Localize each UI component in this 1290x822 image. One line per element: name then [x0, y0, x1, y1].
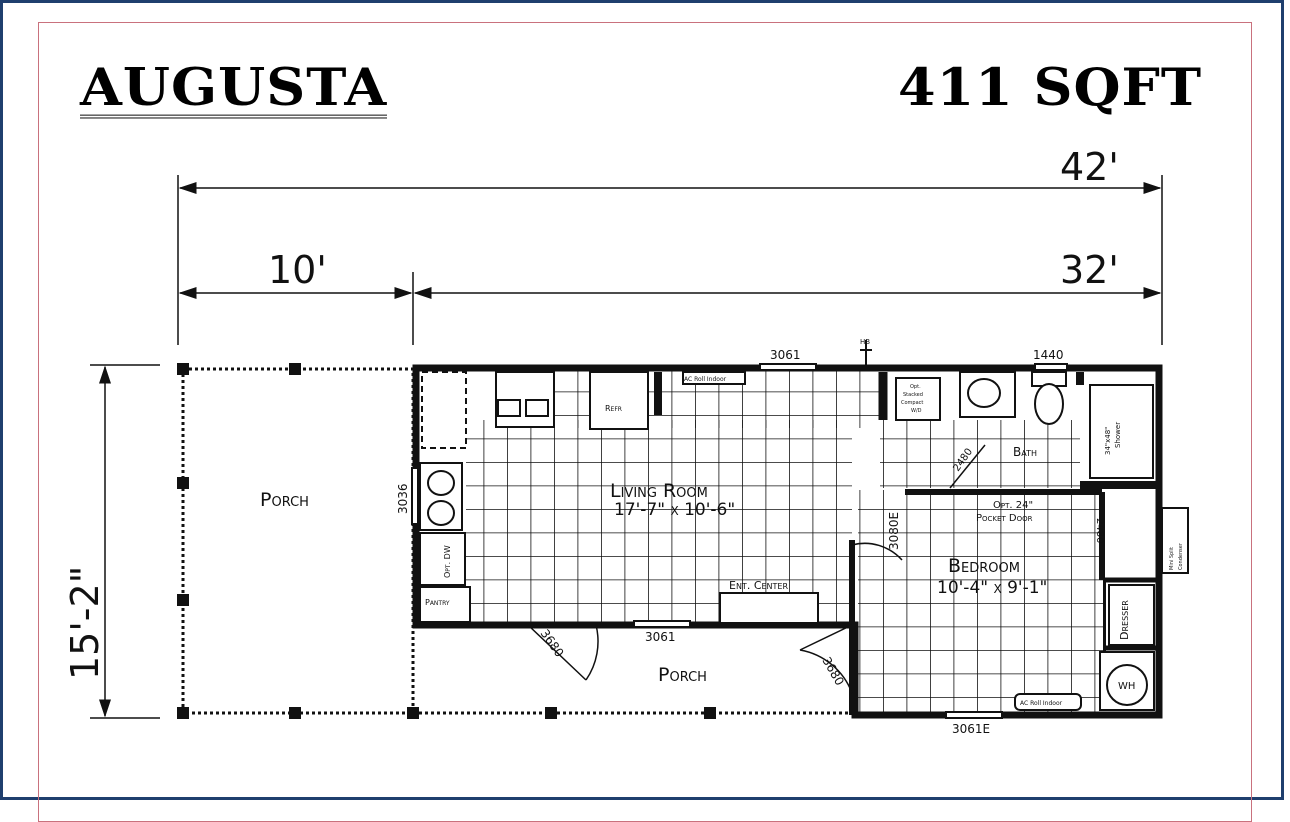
front-door-label: 3680 [538, 627, 567, 660]
window-bedroom-label: 3061E [952, 722, 990, 736]
ac-living-label: AC Roll Indoor [684, 376, 727, 383]
closet-door-label: 2480 [1094, 518, 1105, 543]
floor-plan: 42' 10' 32' 15'-2" Porch Porch [63, 145, 1189, 736]
walls [412, 364, 1163, 719]
svg-text:34"x48": 34"x48" [1104, 427, 1112, 455]
ac-bedroom-label: AC Roll Indoor [1020, 700, 1063, 707]
refrigerator-label: Refr [605, 404, 622, 413]
porch-length-label: 10' [268, 248, 327, 292]
svg-text:Condenser: Condenser [1178, 542, 1184, 570]
shower-label: 34"x48" Shower [1104, 422, 1122, 455]
bedroom-exterior-door-label: 3680 [819, 655, 846, 688]
bedroom-size: 10'-4" x 9'-1" [937, 578, 1047, 598]
washer-dryer-label: Opt. Stacked Compact W/D [901, 384, 923, 414]
bedroom-name: Bedroom [948, 555, 1020, 577]
dimension-lines [90, 175, 1163, 719]
side-porch-label: Porch [260, 489, 309, 511]
ent-center-label: Ent. Center [729, 579, 788, 592]
bath-label: Bath [1013, 445, 1037, 459]
living-room-name: Living Room [610, 480, 708, 502]
width-label: 15'-2" [63, 566, 107, 680]
square-footage: 411 SQFT [898, 56, 1203, 118]
bedroom-floor [858, 490, 1103, 712]
hose-bib-icon [860, 340, 872, 368]
living-room-size: 17'-7" x 10'-6" [614, 500, 735, 520]
overall-length-label: 42' [1060, 145, 1119, 189]
water-heater-label: WH [1118, 681, 1135, 692]
mini-split-label: Mini Split Condenser [1169, 542, 1184, 570]
closet-wall [1103, 580, 1106, 710]
svg-text:Compact: Compact [901, 400, 923, 406]
window-bath-label: 1440 [1033, 348, 1064, 362]
svg-text:Stacked: Stacked [903, 392, 923, 398]
svg-text:Opt.: Opt. [910, 384, 921, 390]
dishwasher-label: Opt. DW [443, 545, 452, 578]
window-front-living-label: 3061 [645, 630, 676, 644]
window-top-living-label: 3061 [770, 348, 801, 362]
svg-text:Pocket Door: Pocket Door [976, 513, 1033, 524]
bedroom-entry-label: 3080E [887, 512, 901, 550]
svg-text:Shower: Shower [1114, 422, 1122, 448]
bath-floor [880, 420, 1080, 488]
hose-bib-label: HB [860, 338, 870, 346]
windows [411, 363, 1068, 719]
door-swings [527, 444, 986, 694]
front-porch-label: Porch [658, 664, 707, 686]
kitchen-cabinets [419, 371, 1189, 711]
svg-text:Opt. 24": Opt. 24" [993, 500, 1033, 511]
window-kitchen-label: 3036 [396, 483, 410, 514]
house-length-label: 32' [1060, 248, 1119, 292]
svg-text:W/D: W/D [911, 408, 922, 414]
pocket-door-label: Opt. 24" Pocket Door [976, 500, 1033, 524]
svg-text:Mini Split: Mini Split [1169, 547, 1175, 570]
pantry-label: Pantry [425, 598, 450, 607]
dresser-label: Dresser [1118, 600, 1131, 640]
plan-title: AUGUSTA [80, 56, 388, 119]
living-room-floor [466, 420, 852, 622]
